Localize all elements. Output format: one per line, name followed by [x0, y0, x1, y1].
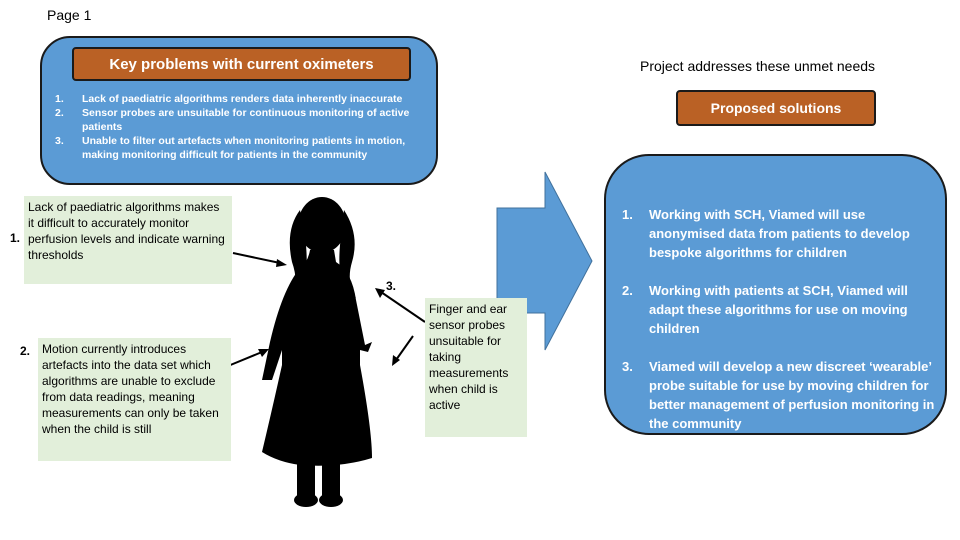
- page-label: Page 1: [47, 7, 92, 23]
- item-number: 3.: [622, 359, 633, 374]
- solutions-box: [604, 154, 947, 435]
- callout-3-number: 3.: [386, 279, 397, 293]
- pointer-arrow-3a: [380, 291, 426, 323]
- solutions-title: Proposed solutions: [676, 90, 876, 126]
- pointer-arrow-3b: [395, 335, 414, 361]
- solution-item: 1. Working with SCH, Viamed will use anon…: [622, 205, 942, 262]
- callout-1-number: 1.: [10, 231, 21, 245]
- item-text: Lack of paediatric algorithms renders da…: [82, 93, 403, 105]
- item-number: 2.: [622, 283, 633, 298]
- problems-title: Key problems with current oximeters: [72, 47, 411, 81]
- solutions-list: 1. Working with SCH, Viamed will use anon…: [622, 205, 942, 452]
- problem-item: 2. Sensor probes are unsuitable for conti…: [55, 106, 425, 134]
- problems-list: 1. Lack of paediatric algorithms renders …: [55, 92, 425, 162]
- problem-item: 3. Unable to filter out artefacts when mo…: [55, 134, 425, 162]
- pointer-arrow-2: [227, 351, 263, 367]
- item-number: 3.: [55, 135, 64, 147]
- item-text: Working with SCH, Viamed will use anonym…: [649, 207, 910, 260]
- pointer-arrow-1: [232, 252, 281, 264]
- callout-2: Motion currently introduces artefacts in…: [38, 338, 231, 461]
- solutions-heading: Project addresses these unmet needs: [640, 58, 876, 74]
- solution-item: 3. Viamed will develop a new discreet ‘we…: [622, 357, 942, 433]
- item-number: 2.: [55, 107, 64, 119]
- callout-3: Finger and ear sensor probes unsuitable …: [425, 298, 527, 437]
- item-text: Sensor probes are unsuitable for continu…: [82, 107, 410, 133]
- item-text: Unable to filter out artefacts when moni…: [82, 135, 406, 161]
- callout-1: Lack of paediatric algorithms makes it d…: [24, 196, 232, 284]
- item-text: Viamed will develop a new discreet ‘wear…: [649, 359, 935, 431]
- item-text: Working with patients at SCH, Viamed wil…: [649, 283, 908, 336]
- problem-item: 1. Lack of paediatric algorithms renders …: [55, 92, 425, 106]
- solution-item: 2. Working with patients at SCH, Viamed w…: [622, 281, 942, 338]
- callout-2-number: 2.: [20, 344, 31, 358]
- item-number: 1.: [622, 207, 633, 222]
- item-number: 1.: [55, 93, 64, 105]
